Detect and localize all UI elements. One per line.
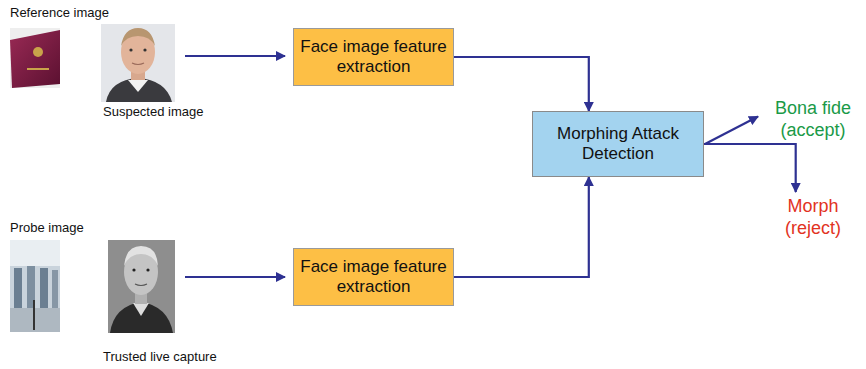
node-text: Bona fide (accept)	[762, 97, 864, 142]
node-text: Face image feature extraction	[294, 257, 453, 298]
caption-label: Reference image	[10, 5, 109, 20]
caption-label: Probe image	[10, 220, 84, 235]
passport-photo	[10, 28, 60, 88]
input-arrow	[185, 276, 285, 278]
node-text: Morphing Attack Detection	[533, 124, 703, 165]
node-text: Face image feature extraction	[294, 37, 453, 78]
face-photo	[101, 24, 175, 102]
outcome-text: Bona fide (accept)	[762, 94, 864, 144]
flow-arrow	[454, 57, 589, 111]
outcome-text: Morph (reject)	[762, 192, 864, 242]
detection-box: Morphing Attack Detection	[532, 111, 704, 177]
flow-arrow	[705, 117, 758, 145]
caption-label: Trusted live capture	[103, 349, 217, 364]
caption-label: Suspected image	[103, 104, 203, 119]
process-box: Face image feature extraction	[293, 28, 454, 86]
flow-arrow	[454, 177, 589, 277]
border-gate-photo	[10, 240, 60, 332]
live-face-photo	[108, 240, 175, 333]
input-arrow	[185, 55, 285, 57]
flow-arrow	[704, 144, 796, 192]
process-box: Face image feature extraction	[293, 248, 454, 306]
node-text: Morph (reject)	[762, 195, 864, 240]
